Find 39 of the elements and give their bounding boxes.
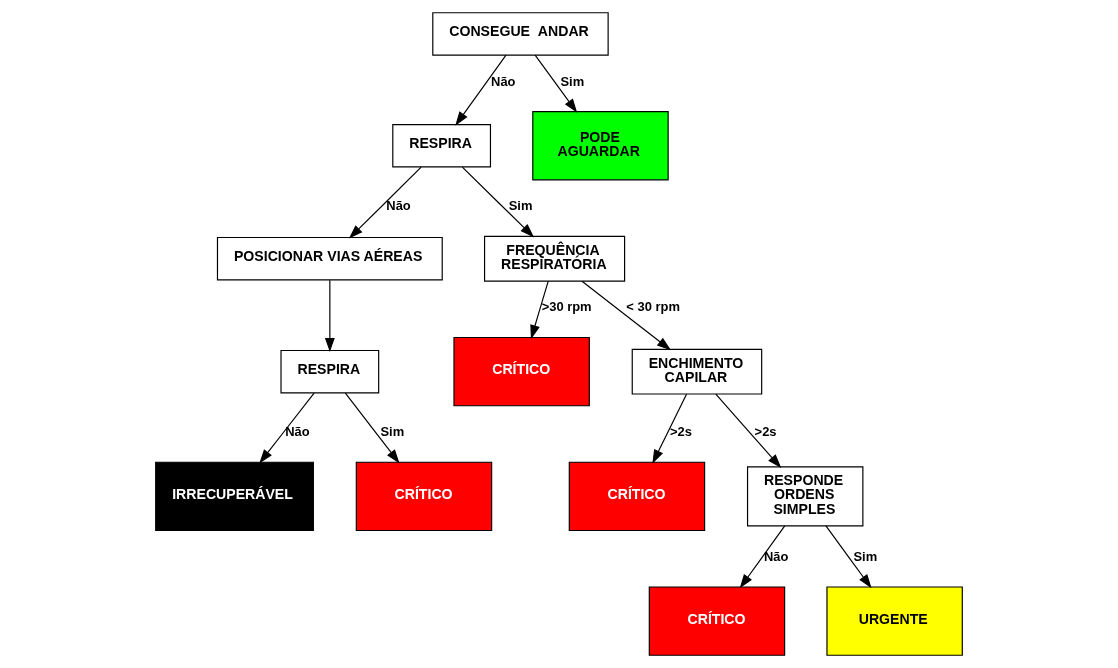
arrow bbox=[259, 392, 315, 464]
arrow bbox=[455, 54, 507, 126]
arrow bbox=[534, 54, 578, 113]
node-box: RESPIRA bbox=[280, 349, 380, 394]
edge-label: Sim bbox=[508, 198, 533, 214]
node-box: IRRECUPERÁVEL bbox=[155, 461, 314, 532]
arrow bbox=[348, 166, 422, 239]
node-box: ENCHIMENTO CAPILAR bbox=[631, 348, 763, 395]
node-box: RESPIRA bbox=[392, 123, 492, 168]
node-box: FREQUÊNCIA RESPIRATÓRIA bbox=[484, 235, 626, 282]
edge-label: >2s bbox=[669, 424, 692, 440]
edge-label: Não bbox=[764, 548, 789, 564]
node-box: POSICIONAR VIAS AÉREAS bbox=[216, 236, 443, 281]
edge-label: < 30 rpm bbox=[626, 299, 680, 315]
arrow bbox=[825, 525, 872, 589]
node-box: CRÍTICO bbox=[355, 461, 493, 532]
arrow bbox=[461, 166, 535, 238]
arrow bbox=[324, 279, 335, 353]
arrow bbox=[739, 525, 786, 589]
node-box: RESPONDE ORDENS SIMPLES bbox=[746, 466, 864, 527]
arrow bbox=[715, 393, 782, 469]
arrow bbox=[581, 280, 671, 351]
node-box: PODE AGUARDAR bbox=[532, 111, 669, 181]
arrow bbox=[652, 393, 688, 464]
edge-label: >2s bbox=[754, 424, 777, 440]
node-box: URGENTE bbox=[826, 586, 963, 656]
node-box: CRÍTICO bbox=[568, 461, 706, 532]
edge-label: >30 rpm bbox=[541, 299, 592, 315]
edge-label: Sim bbox=[853, 548, 878, 564]
node-box: CRÍTICO bbox=[453, 336, 590, 407]
edge-label: Sim bbox=[380, 424, 405, 440]
node-box: CRÍTICO bbox=[648, 586, 786, 656]
edge-label: Não bbox=[491, 73, 516, 89]
edge-label: Sim bbox=[560, 73, 585, 89]
arrow bbox=[530, 280, 549, 340]
edge-label: Não bbox=[386, 198, 411, 214]
edge-label: Não bbox=[285, 424, 310, 440]
arrow bbox=[344, 392, 400, 464]
node-box: CONSEGUE ANDAR bbox=[432, 12, 609, 56]
